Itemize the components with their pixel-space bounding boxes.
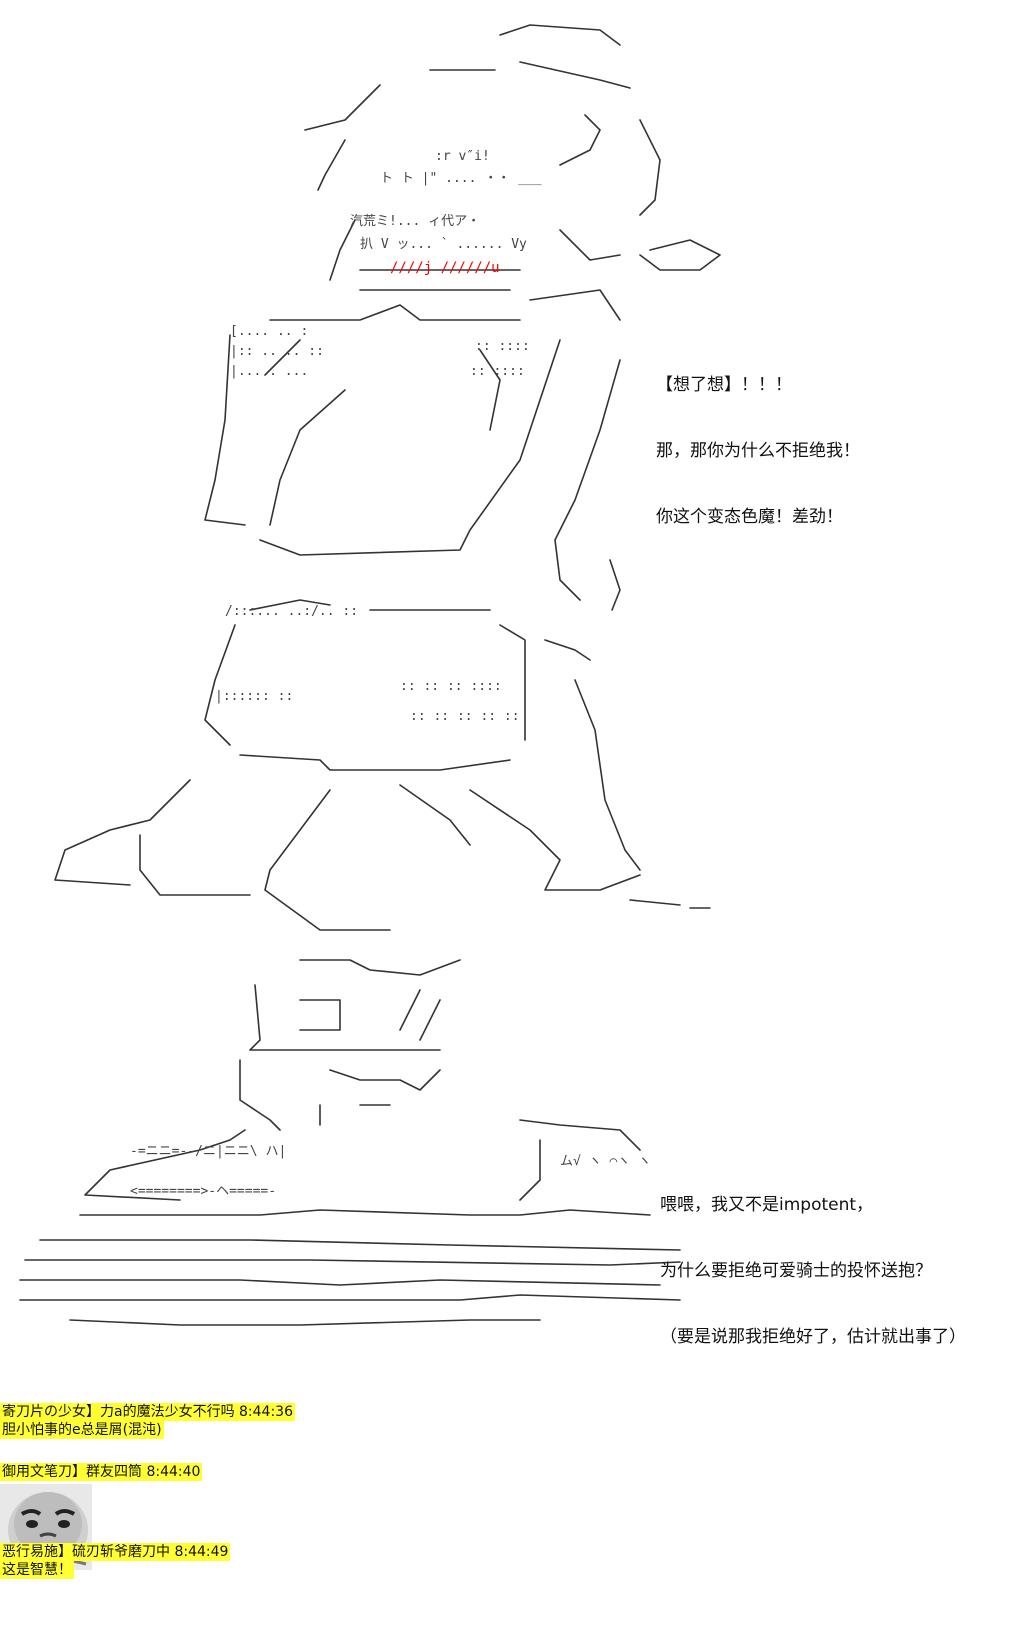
ascii-art-illustration: :r v″i! ト ト |" .... ・・ ___ 汽荒ミ!... ィ代ア・ … (19, 24, 721, 1326)
blush-marks: ////j //////u (390, 260, 500, 276)
svg-text:/:::... ..:/.. ::: /:::... ..:/.. :: (225, 604, 358, 619)
svg-text:|:: .. .. ::: |:: .. .. :: (230, 344, 324, 359)
message-header: 恶行易施】硫刃斩爷磨刀中 8:44:49 (0, 1543, 231, 1561)
speech-line: 为什么要拒绝可爱骑士的投怀送抱？ (660, 1261, 932, 1281)
svg-text:ム√ ヽ ⌒ヽ ヽ: ム√ ヽ ⌒ヽ ヽ (560, 1154, 651, 1169)
speech-line: 你这个变态色魔！差劲！ (656, 507, 843, 527)
svg-text:汽荒ミ!... ィ代ア・: 汽荒ミ!... ィ代ア・ (350, 214, 480, 229)
svg-text:<========>-ヘ=====-: <========>-ヘ=====- (130, 1184, 276, 1199)
speech-line: 【想了想】！！！ (656, 375, 792, 395)
message-text: 这是智慧！ (0, 1561, 74, 1579)
svg-text:扒 V ッ... ` ...... Vy: 扒 V ッ... ` ...... Vy (360, 237, 527, 252)
svg-text:[.... .. :: [.... .. : (230, 324, 308, 339)
message-header: 御用文笔刀】群友四筒 8:44:40 (0, 1463, 203, 1481)
message-header: 寄刀片の少女】力a的魔法少女不行吗 8:44:36 (0, 1403, 295, 1421)
svg-text::: :: :: ::::: :: :: :: :::: (400, 679, 502, 694)
svg-text:ト ト |" .... ・・ ___: ト ト |" .... ・・ ___ (380, 171, 542, 186)
speech-line: （要是说那我拒绝好了，估计就出事了） (660, 1327, 966, 1347)
speech-line: 喂喂，我又不是impotent， (660, 1195, 874, 1215)
chat-message: 恶行易施】硫刃斩爷磨刀中 8:44:49 这是智慧！ (0, 1543, 231, 1579)
speech-line: 那，那你为什么不拒绝我！ (656, 441, 860, 461)
svg-text:-=ニニ=--/ニ|ニニ\ ハ|: -=ニニ=--/ニ|ニニ\ ハ| (130, 1144, 286, 1159)
chat-message: 寄刀片の少女】力a的魔法少女不行吗 8:44:36 胆小怕事的e总是屑(混沌) (0, 1403, 295, 1439)
svg-text::: ::::: :: :::: (475, 339, 530, 354)
message-text: 胆小怕事的e总是屑(混沌) (0, 1421, 164, 1439)
svg-text::: :: :: :: ::: :: :: :: :: :: (410, 709, 520, 724)
speech-bubble-man: 喂喂，我又不是impotent， 为什么要拒绝可爱骑士的投怀送抱？ （要是说那我… (660, 1150, 966, 1370)
speech-bubble-girl: 【想了想】！！！ 那，那你为什么不拒绝我！ 你这个变态色魔！差劲！ (656, 330, 860, 550)
svg-text:|:::::: ::: |:::::: :: (215, 689, 293, 704)
svg-text:|... . ...: |... . ... (230, 364, 308, 379)
svg-text::: ::::: :: :::: (470, 364, 525, 379)
svg-text::r v″i!: :r v″i! (435, 149, 490, 164)
